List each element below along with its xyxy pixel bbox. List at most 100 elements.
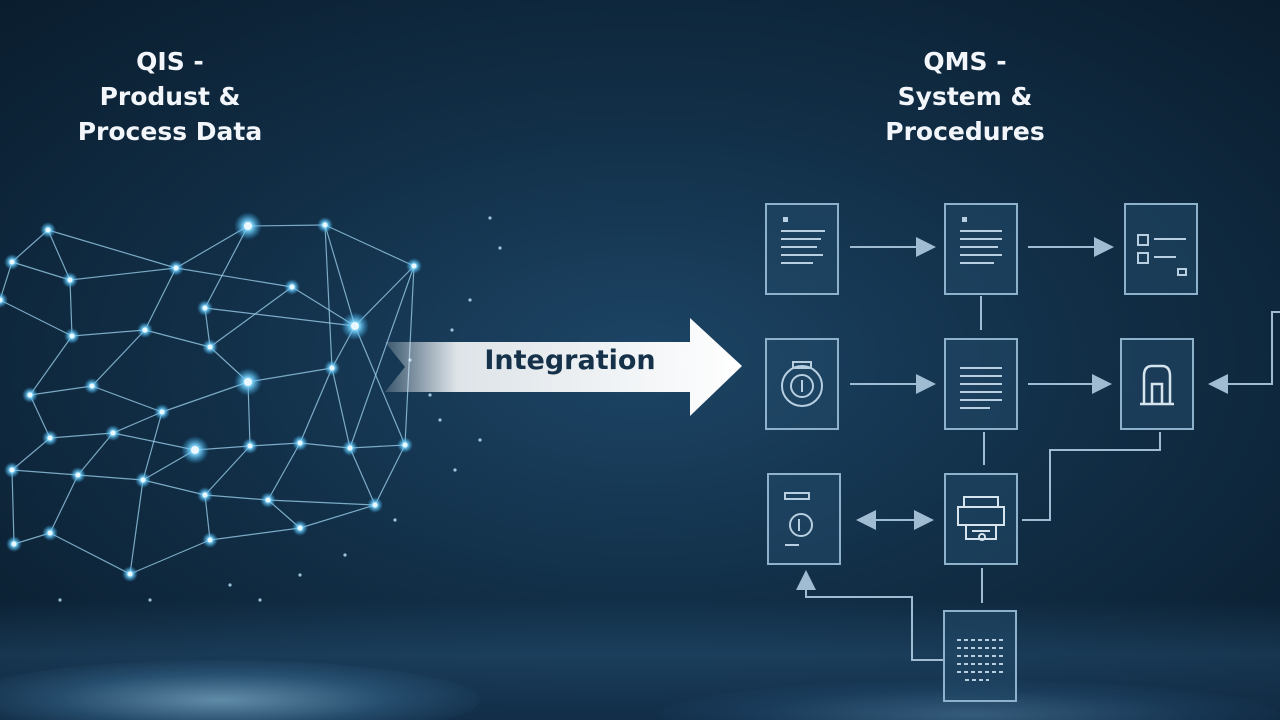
network-node xyxy=(69,333,75,339)
network-edge xyxy=(69,267,177,281)
sparkle-dot xyxy=(488,216,492,220)
network-edge xyxy=(49,432,114,439)
sparkle-dot xyxy=(148,598,152,602)
network-edge xyxy=(299,504,376,529)
document-icon xyxy=(781,217,825,264)
network-node xyxy=(89,383,95,389)
network-edge xyxy=(267,442,301,501)
record-box xyxy=(767,473,841,565)
document-box-2 xyxy=(944,203,1018,295)
network-edge xyxy=(11,229,49,263)
network-edge xyxy=(142,479,206,496)
network-node xyxy=(159,409,165,415)
integration-label: Integration xyxy=(484,345,656,376)
network-edge xyxy=(142,411,163,481)
network-node xyxy=(244,378,252,386)
network-edge xyxy=(77,432,114,476)
network-edge xyxy=(91,385,163,413)
network-edge xyxy=(299,367,333,444)
network-node xyxy=(351,322,359,330)
network-edge xyxy=(374,444,406,506)
network-node xyxy=(127,571,133,577)
qis-heading: QIS - Produst & Process Data xyxy=(40,44,300,149)
network-edge xyxy=(49,474,79,534)
network-node xyxy=(207,537,213,543)
network-edge xyxy=(204,494,269,501)
network-edge xyxy=(91,329,146,387)
network-node xyxy=(297,440,303,446)
network-edge xyxy=(77,474,144,481)
gear-box xyxy=(765,338,839,430)
network-edge xyxy=(299,442,351,449)
network-node xyxy=(202,305,208,311)
network-edge xyxy=(69,279,73,337)
network-edge xyxy=(324,224,333,369)
network-node xyxy=(244,222,252,230)
network-node xyxy=(0,297,3,303)
network-edge xyxy=(49,532,131,575)
network-node xyxy=(202,492,208,498)
network-edge xyxy=(129,539,211,575)
network-edge xyxy=(29,385,93,396)
sparkle-dot xyxy=(58,598,62,602)
network-edge xyxy=(11,469,79,476)
network-edge xyxy=(0,299,73,337)
network-node xyxy=(265,497,271,503)
network-node xyxy=(322,222,328,228)
qis-heading-line1: QIS - xyxy=(136,47,204,76)
printer-icon xyxy=(957,496,1005,541)
network-edge xyxy=(129,479,144,575)
network-edge xyxy=(209,286,293,348)
sparkle-dot xyxy=(478,438,482,442)
network-edge xyxy=(354,265,415,327)
document-icon xyxy=(960,217,1002,264)
network-edge xyxy=(209,527,301,541)
sparkle-dot xyxy=(298,573,302,577)
network-node xyxy=(11,541,17,547)
sparkle-dot xyxy=(228,583,232,587)
sparkle-dot xyxy=(258,598,262,602)
network-node xyxy=(75,472,81,478)
sparkle-dot xyxy=(498,246,502,250)
qms-heading-line2: System & xyxy=(897,82,1033,111)
document-box-1 xyxy=(765,203,839,295)
network-node xyxy=(27,392,33,398)
network-node xyxy=(329,365,335,371)
form-box xyxy=(1124,203,1198,295)
network-edge xyxy=(324,224,356,327)
qis-heading-line2: Produst & xyxy=(99,82,241,111)
sparkle-dot xyxy=(393,518,397,522)
stamp-icon xyxy=(1140,364,1174,406)
stamp-box xyxy=(1120,338,1194,430)
network-node xyxy=(47,530,53,536)
list-icon xyxy=(960,367,1002,409)
gear-icon xyxy=(781,361,823,407)
table-icon xyxy=(957,639,1003,681)
network-edge xyxy=(267,499,376,506)
network-edge xyxy=(11,261,71,281)
network-edge xyxy=(331,367,351,449)
network-edge xyxy=(11,437,51,471)
printer-box xyxy=(944,473,1018,565)
network-node xyxy=(110,430,116,436)
qms-heading: QMS - System & Procedures xyxy=(830,44,1100,149)
record-icon xyxy=(784,492,813,546)
qms-heading-line1: QMS - xyxy=(923,47,1007,76)
network-edge xyxy=(71,329,146,337)
sparkle-dot xyxy=(438,418,442,422)
network-node xyxy=(347,445,353,451)
sparkle-dot xyxy=(468,298,472,302)
network-node xyxy=(247,443,253,449)
sparkle-dot xyxy=(428,393,432,397)
network-node xyxy=(142,327,148,333)
network-node xyxy=(297,525,303,531)
table-box xyxy=(943,610,1017,702)
network-edge xyxy=(204,225,249,309)
qms-heading-line3: Procedures xyxy=(885,117,1045,146)
network-edge xyxy=(354,325,406,446)
network-edge xyxy=(249,442,301,447)
network-node xyxy=(140,477,146,483)
network-node xyxy=(9,259,15,265)
network-node xyxy=(191,446,199,454)
form-icon xyxy=(1137,234,1187,276)
